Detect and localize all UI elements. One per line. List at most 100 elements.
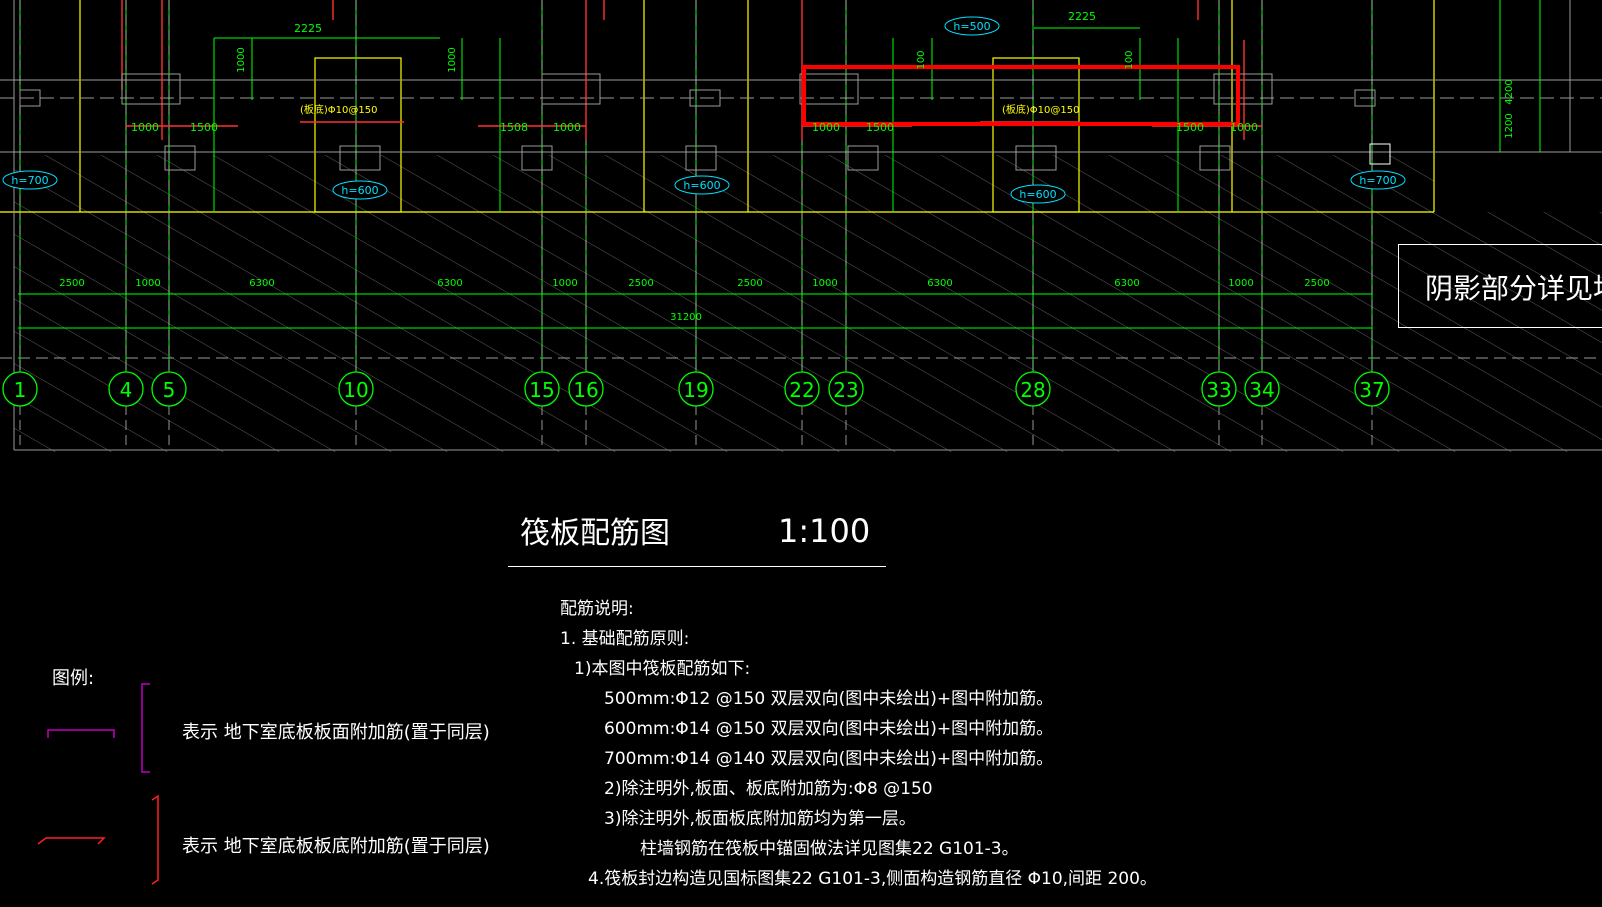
- thickness-tag: [674, 175, 730, 195]
- dimension-text: 2500: [1304, 278, 1329, 289]
- axis-bubble: [108, 371, 144, 407]
- axis-label: 33: [1206, 378, 1231, 402]
- thickness-tag-text: h=600: [1019, 188, 1056, 201]
- dimension-rows: [18, 293, 1372, 329]
- top-dimension-text: 1000: [553, 121, 581, 134]
- axis-bubble: [524, 371, 560, 407]
- side-dimension-text: 100: [1124, 50, 1135, 69]
- axis-label: 5: [163, 378, 176, 402]
- legend-symbol-top: [47, 683, 150, 773]
- axis-bubble: [1201, 371, 1237, 407]
- total-dimension: 31200: [670, 312, 702, 323]
- thickness-tag: [2, 170, 58, 190]
- axis-label: 34: [1249, 378, 1274, 402]
- note-line: 3)除注明外,板面板底附加筋均为第一层。: [604, 809, 916, 829]
- side-dimension-text: 1000: [236, 47, 247, 72]
- axis-label: 22: [789, 378, 814, 402]
- dimension-text: 6300: [927, 278, 952, 289]
- axis-bubble: [1354, 371, 1390, 407]
- top-dimension-text: 1508: [500, 121, 528, 134]
- top-dimension-text: 2225: [294, 22, 322, 35]
- axis-bubble: [1015, 371, 1051, 407]
- thickness-tag-text: h=600: [341, 184, 378, 197]
- axis-bubbles: 1 4 5 10 15 16 19 22 23 28 33 34 37: [2, 371, 1390, 407]
- note-line: 600mm:Φ14 @150 双层双向(图中未绘出)+图中附加筋。: [604, 719, 1054, 739]
- thickness-tag-text: h=700: [11, 174, 48, 187]
- axis-label: 23: [833, 378, 858, 402]
- axis-label: 4: [120, 378, 133, 402]
- side-dimension-text: 100: [916, 50, 927, 69]
- rebar-label: (板底)Φ10@150: [1002, 103, 1080, 116]
- thickness-tag: [332, 180, 388, 200]
- dimension-text: 2500: [737, 278, 762, 289]
- dimension-texts: 2500 1000 6300 6300 1000 2500 2500 1000 6300 6300…: [59, 278, 1329, 289]
- axis-bubble: [678, 371, 714, 407]
- note-line: 4.筏板封边构造见国标图集22 G101-3,侧面构造钢筋直径 Φ10,间距 2…: [588, 869, 1157, 889]
- note-line: 2)除注明外,板面、板底附加筋为:Φ8 @150: [604, 779, 933, 799]
- side-dimension-text: 1200: [1504, 113, 1515, 138]
- note-line: 1. 基础配筋原则:: [560, 629, 690, 649]
- dimension-text: 6300: [249, 278, 274, 289]
- shade-note-text: 阴影部分详见地库: [1425, 272, 1602, 305]
- axis-bubble: [784, 371, 820, 407]
- thickness-tag-text: h=600: [683, 179, 720, 192]
- dimension-text: 1000: [552, 278, 577, 289]
- highlight-box: [802, 65, 1240, 126]
- side-dimension-texts: 1000 1000 100 100 4200 1200: [236, 47, 1515, 138]
- axis-bubble: [2, 371, 38, 407]
- dimension-text: 2500: [628, 278, 653, 289]
- thickness-tags: h=700 h=600 h=600 h=500 h=600 h=700: [2, 16, 1406, 204]
- top-dimension-text: 1000: [812, 121, 840, 134]
- thickness-tag: [1010, 184, 1066, 204]
- side-dimension-text: 4200: [1504, 79, 1515, 104]
- axis-label: 1: [14, 378, 27, 402]
- axis-bubble: [1244, 371, 1280, 407]
- rebar-notes: 配筋说明: 1. 基础配筋原则: 1)本图中筏板配筋如下: 500mm:Φ12 …: [560, 594, 1157, 894]
- axis-bubble: [338, 371, 374, 407]
- top-dimension-text: 1000: [1230, 121, 1258, 134]
- axis-bubble: [568, 371, 604, 407]
- axis-label: 37: [1359, 378, 1384, 402]
- drawing-scale: 1:100: [778, 512, 871, 550]
- axis-label: 19: [683, 378, 708, 402]
- note-line: 柱墙钢筋在筏板中锚固做法详见图集22 G101-3。: [640, 839, 1019, 859]
- side-dimension-text: 1000: [447, 47, 458, 72]
- thickness-tag-text: h=700: [1359, 174, 1396, 187]
- dimension-text: 2500: [59, 278, 84, 289]
- boundary-lines: [0, 0, 1602, 451]
- note-line: 700mm:Φ14 @140 双层双向(图中未绘出)+图中附加筋。: [604, 749, 1054, 769]
- legend-title: 图例:: [52, 668, 95, 689]
- axis-bubble: [828, 371, 864, 407]
- top-dimension-text: 1500: [1176, 121, 1204, 134]
- rebar-label: (板底)Φ10@150: [300, 103, 378, 116]
- dimension-text: 1000: [812, 278, 837, 289]
- axis-bubble: [151, 371, 187, 407]
- thickness-tag-text: h=500: [953, 20, 990, 33]
- title-underline: [508, 566, 886, 567]
- thickness-tag: [1350, 170, 1406, 190]
- axis-label: 16: [573, 378, 598, 402]
- axis-label: 15: [529, 378, 554, 402]
- top-dimension-text: 2225: [1068, 10, 1096, 23]
- legend-item-bottom-rebar: 表示 地下室底板板底附加筋(置于同层): [182, 836, 490, 857]
- dimension-text: 6300: [437, 278, 462, 289]
- hatch-zone-lower: [14, 212, 1602, 452]
- axis-label: 10: [343, 378, 368, 402]
- slab-outline: [0, 0, 1435, 213]
- legend-symbol-bottom: [37, 794, 159, 885]
- note-line: 1)本图中筏板配筋如下:: [574, 659, 751, 679]
- top-dimension-text: 1500: [866, 121, 894, 134]
- drawing-title: 筏板配筋图: [520, 516, 670, 551]
- note-line: 配筋说明:: [560, 599, 634, 619]
- rebar-labels: (板底)Φ10@150 (板底)Φ10@150: [300, 103, 1080, 116]
- thickness-tag: [944, 16, 1000, 36]
- note-line: 500mm:Φ12 @150 双层双向(图中未绘出)+图中附加筋。: [604, 689, 1054, 709]
- dimension-text: 1000: [135, 278, 160, 289]
- column-blocks: [19, 73, 1391, 171]
- dimension-text: 6300: [1114, 278, 1139, 289]
- top-dimension-text: 1000: [131, 121, 159, 134]
- axis-label: 28: [1020, 378, 1045, 402]
- dimension-text: 1000: [1228, 278, 1253, 289]
